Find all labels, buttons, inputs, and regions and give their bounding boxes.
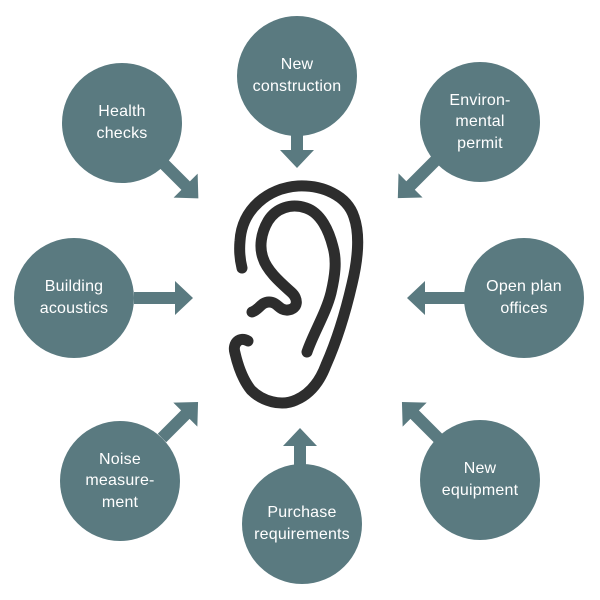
node-environmental-permit: Environ- mental permit <box>420 62 540 182</box>
arrow-from-health-checks <box>158 158 199 199</box>
node-open-plan-offices: Open plan offices <box>464 238 584 358</box>
node-noise-measurement: Noise measure- ment <box>60 421 180 541</box>
node-health-checks: Health checks <box>62 63 182 183</box>
arrows <box>134 128 466 469</box>
arrow-from-building-acoustics <box>134 281 193 315</box>
node-label: Purchase requirements <box>254 504 350 543</box>
node-label: New construction <box>252 56 342 95</box>
node-label: Noise measure- ment <box>85 450 155 511</box>
arrow-from-purchase-requirements <box>283 428 317 469</box>
node-building-acoustics: Building acoustics <box>14 238 134 358</box>
arrow-from-new-construction <box>280 128 314 168</box>
node-new-construction: New construction <box>237 16 357 136</box>
node-label: New equipment <box>441 460 519 499</box>
ear-inner-helix <box>246 200 341 358</box>
node-new-equipment: New equipment <box>420 420 540 540</box>
arrow-from-new-equipment <box>401 401 443 443</box>
node-label: Building acoustics <box>39 278 109 317</box>
arrow-from-noise-measurement <box>157 401 199 443</box>
node-label: Environ- mental permit <box>449 91 511 152</box>
arrow-from-environmental-permit <box>397 155 441 199</box>
node-label: Health checks <box>96 103 148 142</box>
node-label: Open plan offices <box>486 278 562 317</box>
node-purchase-requirements: Purchase requirements <box>242 464 362 584</box>
ear-outer-helix <box>228 180 364 409</box>
arrow-from-open-plan-offices <box>407 281 466 315</box>
ear-icon <box>228 180 364 409</box>
